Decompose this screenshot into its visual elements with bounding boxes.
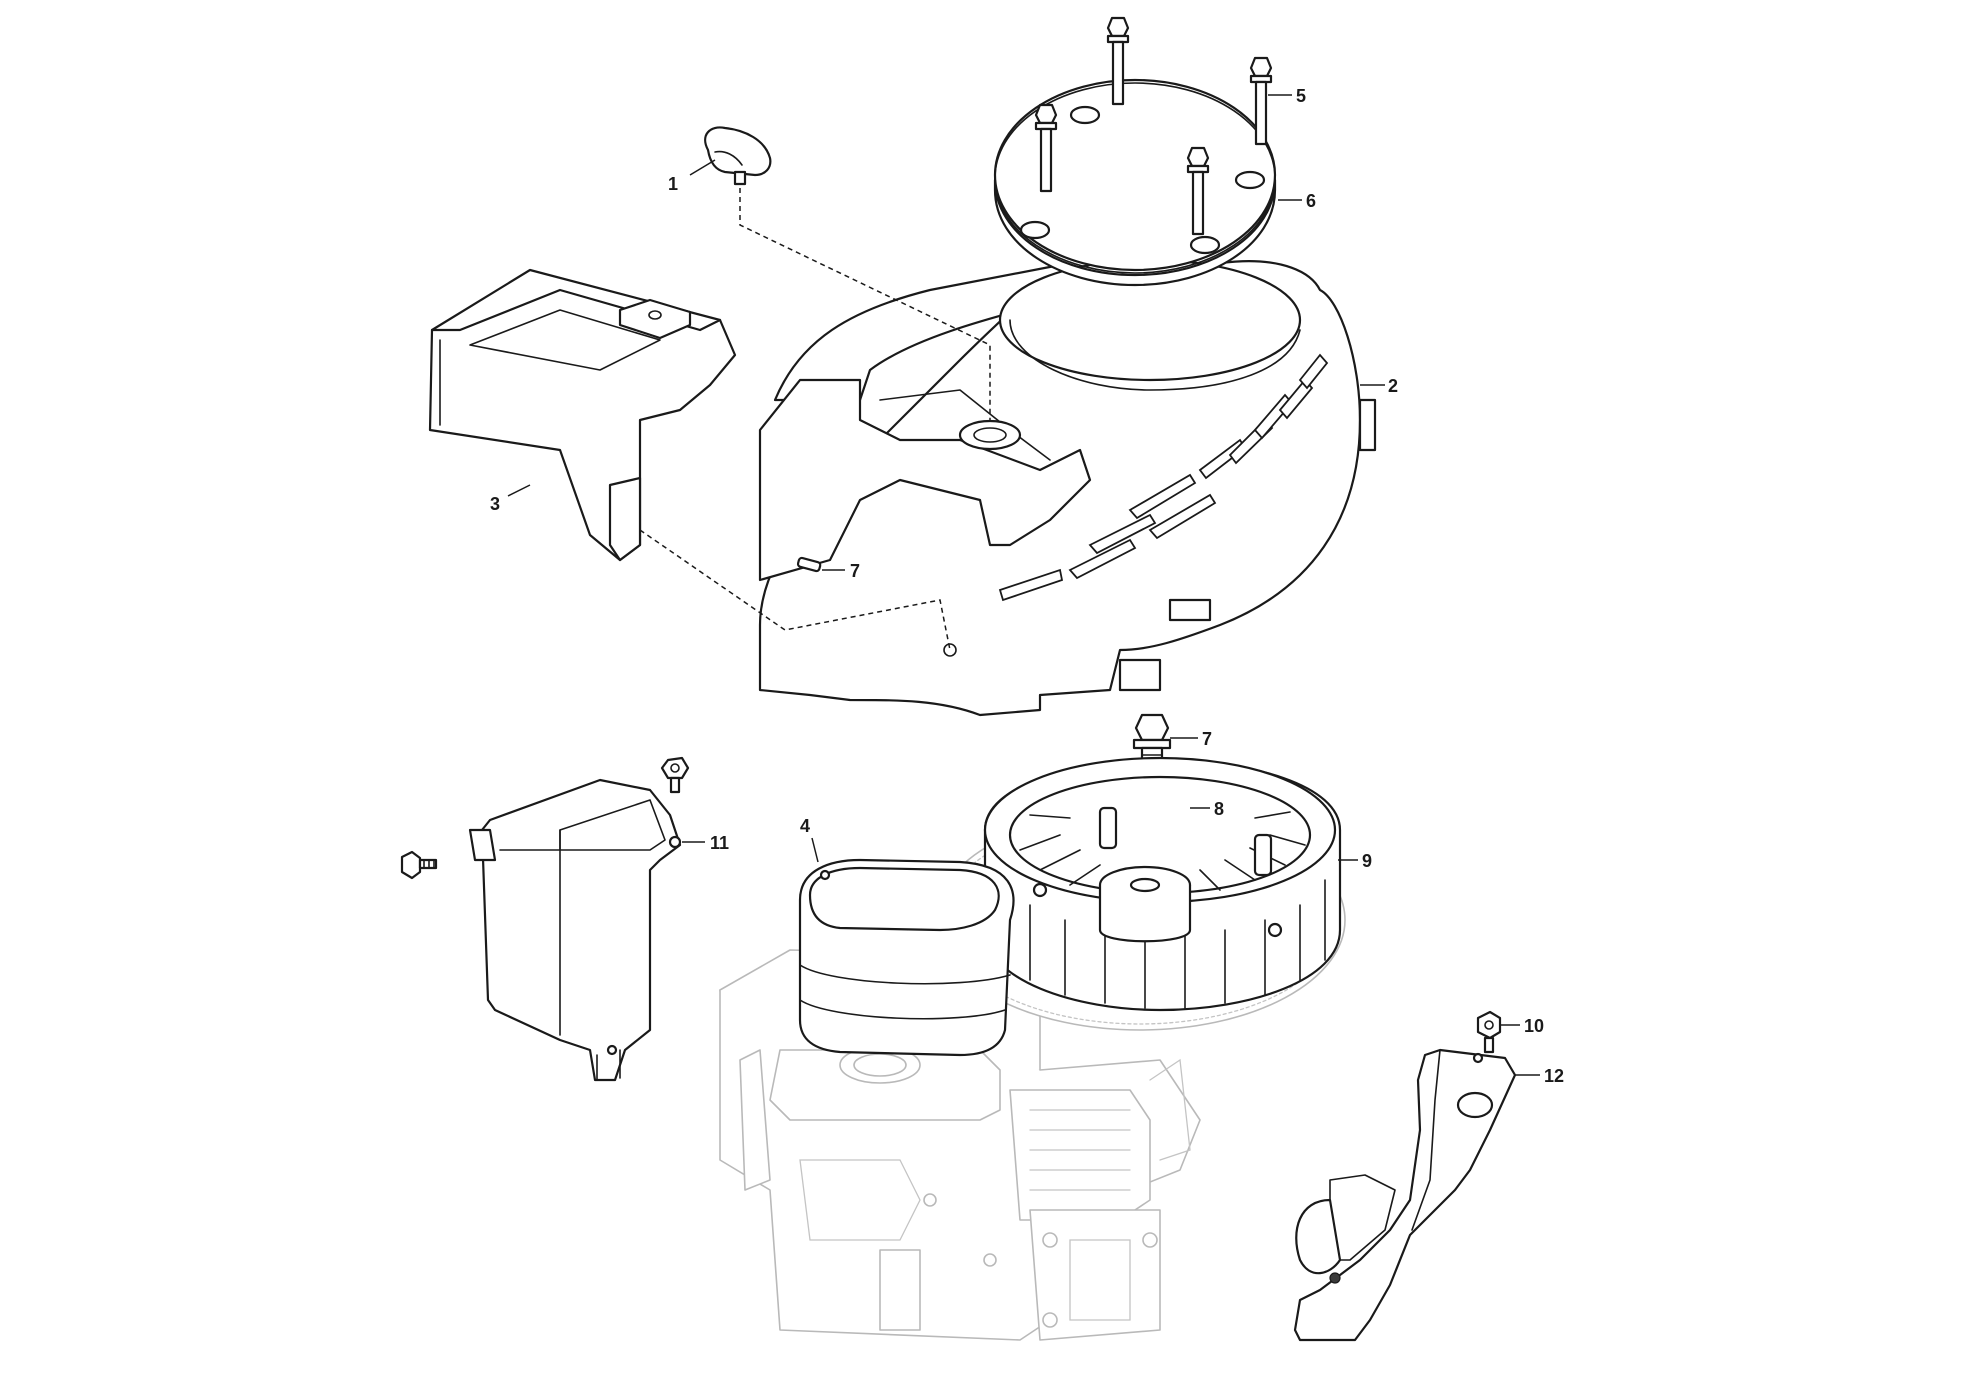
callout-label-11: 11 xyxy=(710,833,729,853)
pin-7a xyxy=(796,556,822,573)
blower-housing xyxy=(758,258,1377,717)
callout-7b: 7 xyxy=(1170,729,1212,749)
callout-11: 11 xyxy=(682,833,729,853)
bolt-5c xyxy=(1034,103,1058,193)
callout-label-3: 3 xyxy=(490,494,500,514)
callout-label-7a: 7 xyxy=(850,561,860,581)
callout-9: 9 xyxy=(1338,851,1372,871)
bolt-5d xyxy=(1186,146,1210,236)
flywheel-part-9 xyxy=(983,756,1342,1012)
callout-label-9: 9 xyxy=(1362,851,1372,871)
callout-label-1: 1 xyxy=(668,174,678,194)
callout-5: 5 xyxy=(1268,86,1306,106)
assembly-lines xyxy=(639,188,991,651)
bolt-5b xyxy=(1249,56,1273,146)
callout-label-4: 4 xyxy=(800,816,810,836)
knob-part-1 xyxy=(704,126,772,186)
recoil-grille-plate xyxy=(993,78,1277,287)
callout-3: 3 xyxy=(490,484,531,514)
callout-4: 4 xyxy=(800,816,819,863)
callout-label-2: 2 xyxy=(1388,376,1398,396)
bolt-5a xyxy=(1106,16,1130,106)
callout-7a: 7 xyxy=(822,561,860,581)
callout-2: 2 xyxy=(1360,376,1398,396)
screw-part-10 xyxy=(1476,1010,1502,1054)
left-side-shield-part-11 xyxy=(468,778,682,1082)
callout-label-6: 6 xyxy=(1306,191,1316,211)
callout-label-10: 10 xyxy=(1524,1016,1544,1036)
screw-part-11-top xyxy=(660,756,690,794)
callout-10: 10 xyxy=(1500,1016,1544,1036)
callout-label-8: 8 xyxy=(1214,799,1224,819)
callout-1: 1 xyxy=(668,159,716,194)
callout-8: 8 xyxy=(1190,799,1224,819)
callout-label-12: 12 xyxy=(1544,1066,1564,1086)
callout-6: 6 xyxy=(1278,191,1316,211)
callout-12: 12 xyxy=(1515,1066,1564,1086)
callout-label-7b: 7 xyxy=(1202,729,1212,749)
air-filter-cover xyxy=(428,268,737,562)
screw-part-11-side xyxy=(400,850,438,880)
air-filter-element-part-4 xyxy=(798,858,1015,1057)
right-side-shield-part-12 xyxy=(1293,1048,1517,1342)
callout-label-5: 5 xyxy=(1296,86,1306,106)
